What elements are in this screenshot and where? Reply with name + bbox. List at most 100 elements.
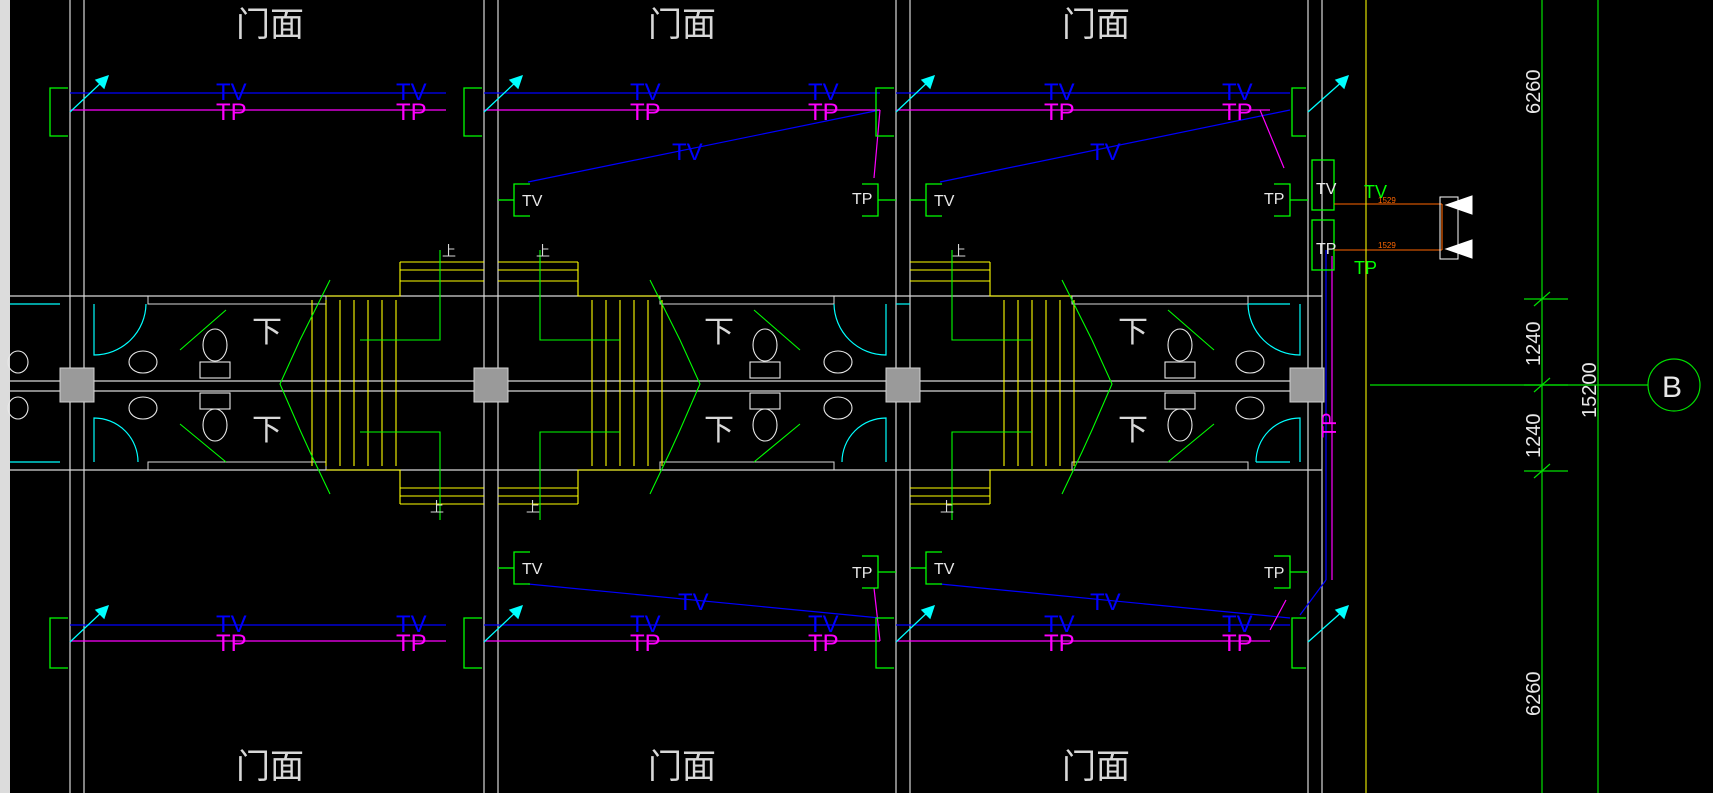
tv-cable-label: TV [1044, 611, 1075, 638]
stair-arrow [539, 250, 620, 341]
hatched-wall [659, 295, 835, 305]
tp-cable-label: TP [808, 630, 839, 657]
tv-cable [939, 109, 1291, 183]
toilet-tank-icon [199, 361, 231, 379]
toilet-tank-icon [1164, 392, 1196, 410]
label-stair-up: 上 [940, 499, 954, 515]
tv-cable-label: TV [672, 139, 703, 166]
tp-cable-label: TP [1222, 630, 1253, 657]
door-arc [1255, 417, 1301, 463]
tp-cable-label: TP [630, 630, 661, 657]
stair-arrow [951, 431, 1032, 520]
arrow-head-icon [1334, 74, 1350, 90]
arrow-head-icon [94, 604, 110, 620]
arrow-head-icon [920, 74, 936, 90]
stair-treads [591, 300, 663, 466]
tv-cable-label: TV [1090, 139, 1121, 166]
antenna-arrow [69, 609, 105, 643]
hatched-wall [1071, 461, 1249, 471]
tp-cable-label: TP [1044, 99, 1075, 126]
toilet-tank-icon [749, 392, 781, 410]
terminal-triangle-icon [1444, 195, 1473, 215]
flow-arrow [179, 309, 227, 351]
tv-cable-label: TV [1222, 611, 1253, 638]
toilet-tank-icon [749, 361, 781, 379]
tp-cable [1259, 109, 1285, 169]
tp-cable [873, 587, 881, 642]
tp-cable-label: TP [1044, 630, 1075, 657]
stair-outline [910, 261, 1072, 297]
column [59, 367, 95, 403]
outlet-box [463, 87, 482, 137]
door-arc [833, 303, 887, 356]
tv-outlet-label: TV [522, 561, 543, 578]
dimension-bottom: 6260 [1523, 672, 1545, 717]
toilet-icon [752, 408, 778, 442]
hatched-wall [147, 295, 327, 305]
tv-cable-label: TV [678, 589, 709, 616]
break-line [279, 279, 331, 495]
stair-treads [1003, 300, 1075, 466]
cable-note: 1529 [1378, 241, 1396, 250]
label-stair-down: 下 [252, 414, 282, 447]
dimension-middle-lower: 1240 [1523, 414, 1545, 459]
label-stair-down: 下 [704, 316, 734, 349]
antenna-arrow [1307, 609, 1345, 643]
flow-arrow [753, 309, 801, 351]
label-door-face: 门面 [648, 6, 716, 44]
tp-cable-label: TP [1222, 99, 1253, 126]
tv-outlet-label: TV [934, 193, 955, 210]
dimension-middle-upper: 1240 [1523, 322, 1545, 367]
flow-arrow [1167, 423, 1215, 463]
stair-arrow [360, 250, 441, 341]
tp-cable [1269, 599, 1287, 631]
break-line [649, 279, 701, 495]
antenna-arrow [895, 79, 931, 113]
tp-outlet-label: TP [852, 565, 872, 582]
terminal-triangle-icon [1444, 239, 1473, 259]
tp-cable-label: TP [216, 99, 247, 126]
tv-cable [939, 583, 1291, 619]
outlet-box [1291, 87, 1306, 137]
tv-cable-label: TV [1044, 79, 1075, 106]
tp-cable-label: TP [396, 99, 427, 126]
arrow-head-icon [1334, 604, 1350, 620]
tp-cable-label: TP [396, 630, 427, 657]
tv-cable-label: TV [808, 79, 839, 106]
door-arc [1247, 303, 1301, 356]
toilet-icon [202, 408, 228, 442]
tp-cable [873, 109, 881, 179]
tp-outlet-label: TP [1264, 565, 1284, 582]
tv-cable [527, 109, 881, 183]
label-door-face: 门面 [1062, 6, 1130, 44]
tp-terminal-label: TP [1316, 241, 1336, 258]
stair-arrow [951, 250, 1032, 341]
antenna-arrow [483, 79, 519, 113]
tv-cable-label: TV [630, 79, 661, 106]
label-stair-up: 上 [442, 243, 456, 259]
label-door-face: 门面 [648, 748, 716, 786]
tv-cable-label: TV [1090, 589, 1121, 616]
antenna-arrow [69, 79, 105, 113]
hatched-wall [1071, 295, 1249, 305]
break-line [1061, 279, 1113, 495]
toilet-icon [752, 328, 778, 362]
toilet-icon [1167, 328, 1193, 362]
cable-note: 1529 [1378, 196, 1396, 205]
column [1289, 367, 1325, 403]
stair-treads [311, 300, 397, 466]
column [885, 367, 921, 403]
sink-icon [7, 396, 29, 420]
toilet-tank-icon [1164, 361, 1196, 379]
terminal-frame [1439, 196, 1459, 260]
label-stair-down: 下 [704, 414, 734, 447]
arrow-head-icon [508, 604, 524, 620]
tv-terminal-label: TV [1316, 181, 1337, 198]
door-arc [93, 417, 139, 463]
sink-icon [1235, 350, 1265, 374]
outlet-box [49, 87, 68, 137]
outlet-box [875, 617, 894, 669]
tv-cable-label: TV [630, 611, 661, 638]
